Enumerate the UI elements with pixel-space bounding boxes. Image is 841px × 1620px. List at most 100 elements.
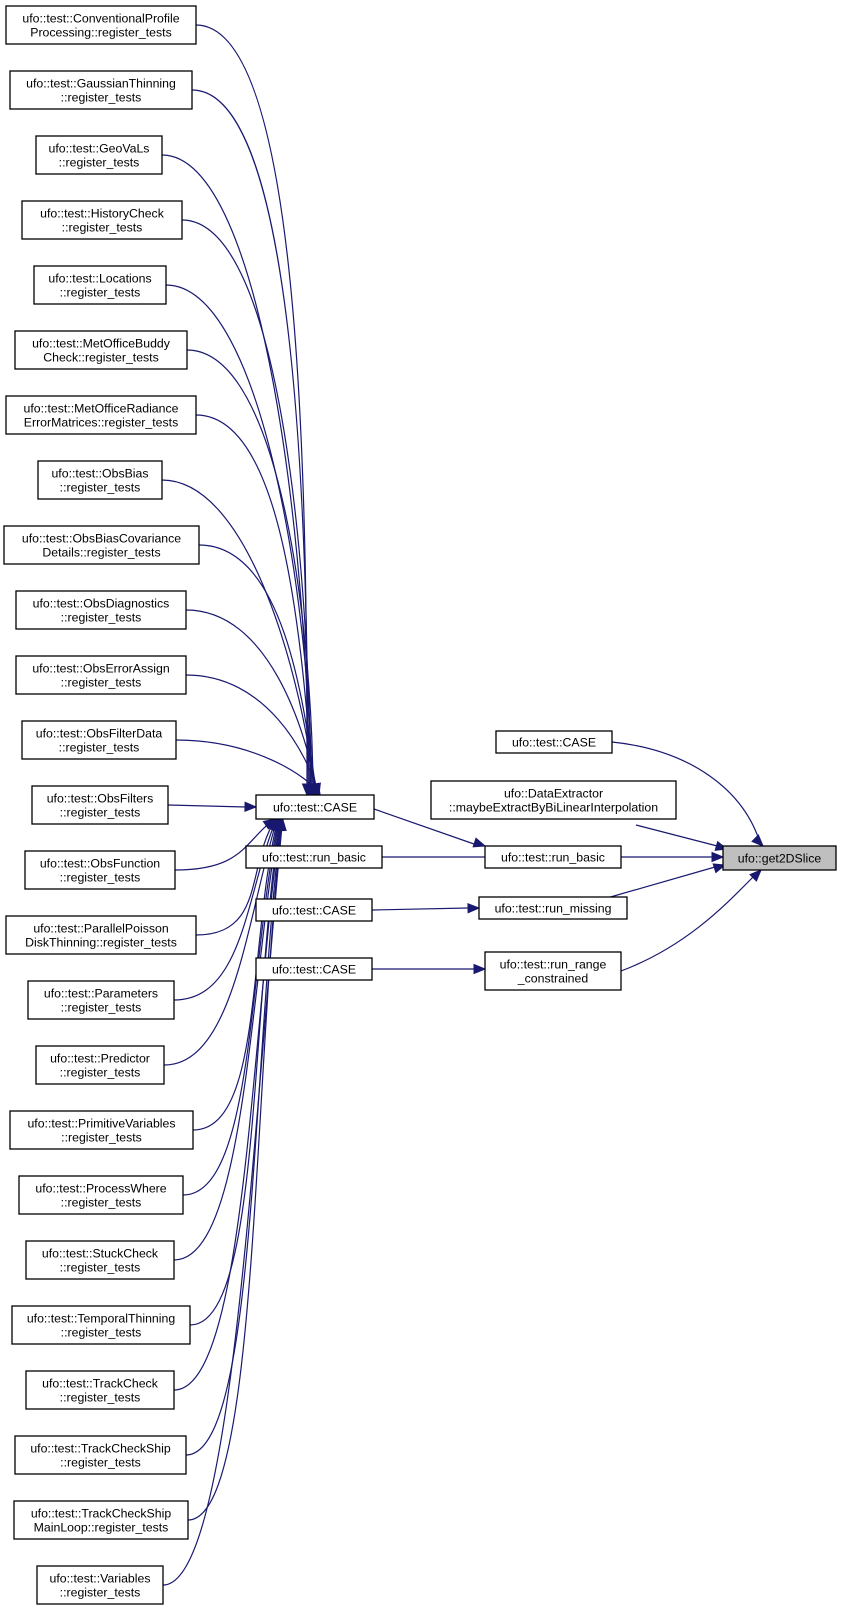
case-missing-node-label-0: ufo::test::CASE	[272, 903, 356, 917]
run-range-node[interactable]: ufo::test::run_range_constrained	[484, 951, 622, 991]
arrowhead	[309, 782, 321, 797]
register-tests-node[interactable]: ufo::test::TrackCheckShipMainLoop::regis…	[13, 1500, 189, 1540]
register-tests-node-box	[13, 1500, 189, 1540]
register-tests-node-box	[36, 1565, 164, 1605]
register-tests-node[interactable]: ufo::test::Predictor::register_tests	[35, 1045, 165, 1085]
case-range-node[interactable]: ufo::test::CASE	[255, 957, 373, 981]
register-tests-node-label-0: ufo::test::GaussianThinning	[26, 76, 176, 90]
register-tests-node-label-0: ufo::test::ObsFunction	[40, 856, 160, 870]
register-tests-node-label-1: ::register_tests	[60, 1455, 141, 1469]
register-tests-node[interactable]: ufo::test::MetOfficeBuddyCheck::register…	[14, 330, 188, 370]
register-tests-node-label-0: ufo::test::TemporalThinning	[27, 1311, 175, 1325]
target-node-get2dslice[interactable]: ufo::get2DSlice	[722, 845, 837, 871]
register-tests-node-label-1: ::register_tests	[60, 1065, 141, 1079]
register-tests-node-box	[14, 1435, 187, 1475]
register-tests-node-label-1: ::register_tests	[62, 220, 143, 234]
register-tests-node-box	[5, 395, 197, 435]
register-tests-node-box	[5, 915, 197, 955]
run-missing-node-label-0: ufo::test::run_missing	[495, 901, 612, 915]
register-tests-node[interactable]: ufo::test::StuckCheck::register_tests	[25, 1240, 175, 1280]
case-missing-node[interactable]: ufo::test::CASE	[255, 898, 373, 922]
register-tests-node[interactable]: ufo::test::ObsErrorAssign::register_test…	[15, 655, 187, 695]
run-range-node-label-1: _constrained	[517, 971, 589, 985]
arrowhead	[712, 863, 727, 874]
register-tests-node[interactable]: ufo::test::ConventionalProfileProcessing…	[5, 5, 197, 45]
register-tests-node[interactable]: ufo::test::TrackCheck::register_tests	[25, 1370, 175, 1410]
register-tests-node-label-0: ufo::test::TrackCheckShip	[30, 1441, 170, 1455]
register-tests-node-box	[15, 590, 187, 630]
edge-register-to-case	[198, 544, 318, 796]
register-tests-node[interactable]: ufo::test::GaussianThinning::register_te…	[9, 70, 193, 110]
register-tests-node-label-1: ::register_tests	[61, 1325, 142, 1339]
register-tests-node-label-1: Processing::register_tests	[30, 25, 171, 39]
data-extractor-node-label-0: ufo::DataExtractor	[504, 786, 603, 800]
run-basic-caller-node-label-0: ufo::test::run_basic	[262, 850, 366, 864]
register-tests-node[interactable]: ufo::test::TrackCheckShip::register_test…	[14, 1435, 187, 1475]
register-tests-node-label-1: DiskThinning::register_tests	[25, 935, 177, 949]
register-tests-node[interactable]: ufo::test::HistoryCheck::register_tests	[21, 200, 183, 240]
run-missing-node[interactable]: ufo::test::run_missing	[478, 896, 628, 920]
register-tests-node[interactable]: ufo::test::ParallelPoissonDiskThinning::…	[5, 915, 197, 955]
register-tests-node-box	[37, 460, 163, 500]
register-tests-node-label-0: ufo::test::HistoryCheck	[40, 206, 165, 220]
register-tests-node-box	[21, 720, 177, 760]
target-node-get2dslice-box	[722, 845, 837, 871]
register-tests-node-label-0: ufo::test::ObsErrorAssign	[32, 661, 170, 675]
register-tests-node-box	[25, 1240, 175, 1280]
register-tests-node[interactable]: ufo::test::Parameters::register_tests	[27, 980, 175, 1020]
register-tests-node[interactable]: ufo::test::ObsBias::register_tests	[37, 460, 163, 500]
register-tests-node-label-1: ErrorMatrices::register_tests	[24, 415, 178, 429]
register-tests-node-label-0: ufo::test::ConventionalProfile	[22, 11, 179, 25]
register-tests-node-label-1: ::register_tests	[60, 1390, 141, 1404]
register-tests-node-box	[24, 850, 176, 890]
edge-register-to-case	[185, 674, 320, 796]
register-tests-node-label-0: ufo::test::ObsFilterData	[36, 726, 163, 740]
run-basic-caller-node[interactable]: ufo::test::run_basic	[245, 845, 383, 869]
register-tests-node-label-0: ufo::test::ObsFilters	[47, 791, 154, 805]
register-tests-node[interactable]: ufo::test::Variables::register_tests	[36, 1565, 164, 1605]
run-missing-node-box	[478, 896, 628, 920]
register-tests-node-box	[33, 265, 167, 305]
register-tests-node-label-0: ufo::test::GeoVaLs	[49, 141, 150, 155]
register-tests-node[interactable]: ufo::test::ObsFilterData::register_tests	[21, 720, 177, 760]
register-tests-node[interactable]: ufo::test::ObsFilters::register_tests	[31, 785, 169, 825]
register-tests-node-box	[14, 330, 188, 370]
arrowhead	[751, 834, 764, 847]
case-range-node-box	[255, 957, 373, 981]
register-tests-node[interactable]: ufo::test::ObsFunction::register_tests	[24, 850, 176, 890]
register-tests-node-box	[25, 1370, 175, 1410]
register-tests-node-label-0: ufo::test::StuckCheck	[42, 1246, 159, 1260]
edge-case-to-run-basic	[373, 808, 475, 845]
register-tests-node-label-1: ::register_tests	[59, 155, 140, 169]
register-tests-node-label-0: ufo::test::ParallelPoisson	[33, 921, 168, 935]
register-tests-node-label-0: ufo::test::PrimitiveVariables	[27, 1116, 175, 1130]
case-top-node[interactable]: ufo::test::CASE	[495, 730, 613, 754]
edge-case-to-run-missing	[371, 907, 469, 911]
data-extractor-node[interactable]: ufo::DataExtractor::maybeExtractByBiLine…	[430, 780, 677, 820]
register-tests-node[interactable]: ufo::test::MetOfficeRadianceErrorMatrice…	[5, 395, 197, 435]
edge-register-to-case	[191, 89, 309, 796]
register-tests-node[interactable]: ufo::test::PrimitiveVariables::register_…	[9, 1110, 194, 1150]
edge-register-to-case	[185, 818, 282, 1456]
edge-register-to-case	[192, 818, 279, 1131]
edge-register-to-case	[185, 609, 319, 796]
register-tests-node-label-0: ufo::test::Parameters	[44, 986, 158, 1000]
register-tests-node[interactable]: ufo::test::TemporalThinning::register_te…	[11, 1305, 191, 1345]
arrowhead	[473, 963, 487, 975]
register-tests-node-box	[5, 5, 197, 45]
register-tests-node-box	[21, 200, 183, 240]
run-basic-node[interactable]: ufo::test::run_basic	[484, 845, 622, 869]
register-tests-node[interactable]: ufo::test::ProcessWhere::register_tests	[18, 1175, 184, 1215]
edge-register-to-case	[161, 479, 316, 796]
register-tests-node[interactable]: ufo::test::ObsBiasCovarianceDetails::reg…	[3, 525, 200, 565]
register-tests-node-label-1: Check::register_tests	[43, 350, 159, 364]
run-range-node-label-0: ufo::test::run_range	[500, 957, 607, 971]
register-tests-node-box	[18, 1175, 184, 1215]
case-main-node[interactable]: ufo::test::CASE	[255, 794, 375, 820]
register-tests-node[interactable]: ufo::test::ObsDiagnostics::register_test…	[15, 590, 187, 630]
arrowhead	[467, 902, 481, 914]
register-tests-node[interactable]: ufo::test::Locations::register_tests	[33, 265, 167, 305]
register-tests-node-label-0: ufo::test::Locations	[48, 271, 151, 285]
register-tests-node[interactable]: ufo::test::GeoVaLs::register_tests	[35, 135, 163, 175]
data-extractor-node-box	[430, 780, 677, 820]
